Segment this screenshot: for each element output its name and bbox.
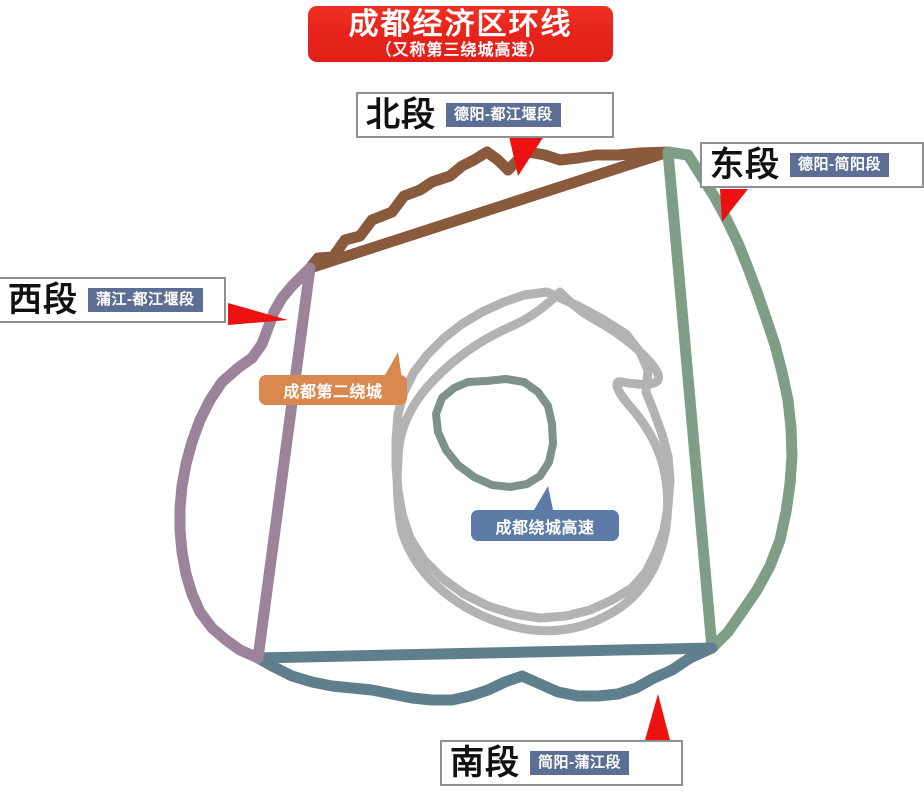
- callout-east-range: 德阳-简阳段: [790, 153, 889, 177]
- callout-north-segment[interactable]: 北段 德阳-都江堰段: [356, 92, 614, 138]
- second-ring-road-outline: [391, 287, 675, 623]
- south-arrow-marker: [645, 694, 670, 740]
- callout-west-segment[interactable]: 西段 蒲江-都江堰段: [0, 277, 226, 323]
- tag-inner-ring-road[interactable]: 成都绕城高速: [471, 510, 619, 541]
- callout-north-title: 北段: [366, 96, 436, 134]
- page-title: 成都经济区环线: [348, 8, 573, 41]
- ring-segment-north: [304, 146, 674, 274]
- second-ring-tag-pointer: [385, 352, 402, 379]
- callout-west-range: 蒲江-都江堰段: [88, 288, 203, 312]
- callout-south-range: 简阳-蒲江段: [530, 751, 629, 775]
- callout-east-segment[interactable]: 东段 德阳-简阳段: [700, 142, 924, 188]
- ring-segment-south: [252, 642, 718, 706]
- ring-segment-west: [174, 262, 316, 664]
- callout-west-title: 西段: [8, 281, 78, 319]
- ring-segment-east: [662, 146, 798, 654]
- west-arrow-marker: [228, 303, 288, 325]
- callout-south-segment[interactable]: 南段 简阳-蒲江段: [440, 740, 683, 786]
- page-subtitle: （又称第三绕城高速）: [375, 42, 546, 59]
- page-title-banner: 成都经济区环线 （又称第三绕城高速）: [308, 6, 613, 62]
- second-ring-road: [392, 287, 673, 636]
- inner-ring-tag-pointer: [534, 486, 553, 510]
- inner-ring-road: [432, 375, 557, 491]
- callout-north-range: 德阳-都江堰段: [446, 103, 561, 127]
- east-arrow-marker: [720, 189, 748, 222]
- callout-south-title: 南段: [450, 744, 520, 782]
- tag-second-ring-road[interactable]: 成都第二绕城: [259, 375, 407, 405]
- callout-east-title: 东段: [710, 146, 780, 184]
- north-arrow-marker: [509, 136, 544, 176]
